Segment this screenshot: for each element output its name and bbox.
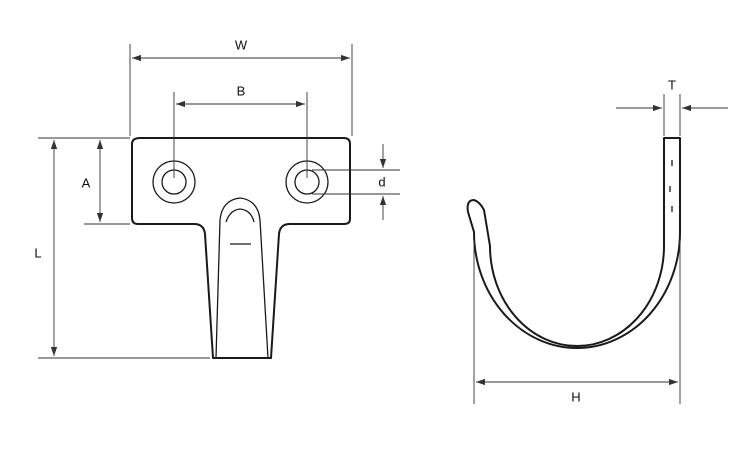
hook-tip-inner-curve — [225, 208, 255, 223]
hook-tip-outline — [215, 197, 269, 359]
dimension-t: T — [616, 77, 728, 136]
dimension-d: d — [312, 144, 400, 220]
dimension-a: A — [82, 140, 130, 225]
hook-plate-outline — [131, 137, 351, 359]
dimension-label-d: d — [378, 174, 385, 189]
dimension-label-a: A — [82, 175, 91, 190]
dimension-h: H — [473, 240, 681, 404]
dimension-label-t: T — [668, 77, 676, 92]
dimension-b: B — [173, 83, 308, 178]
front-view: W B L A d — [34, 37, 400, 359]
dimension-w: W — [129, 37, 353, 136]
dimension-l: L — [34, 137, 210, 359]
dimension-label-h: H — [571, 389, 580, 404]
side-view: T H — [466, 77, 728, 404]
dimension-label-b: B — [237, 83, 246, 98]
j-hook-outline — [466, 137, 681, 349]
dimension-label-l: L — [34, 245, 41, 260]
dimension-label-w: W — [235, 37, 248, 52]
